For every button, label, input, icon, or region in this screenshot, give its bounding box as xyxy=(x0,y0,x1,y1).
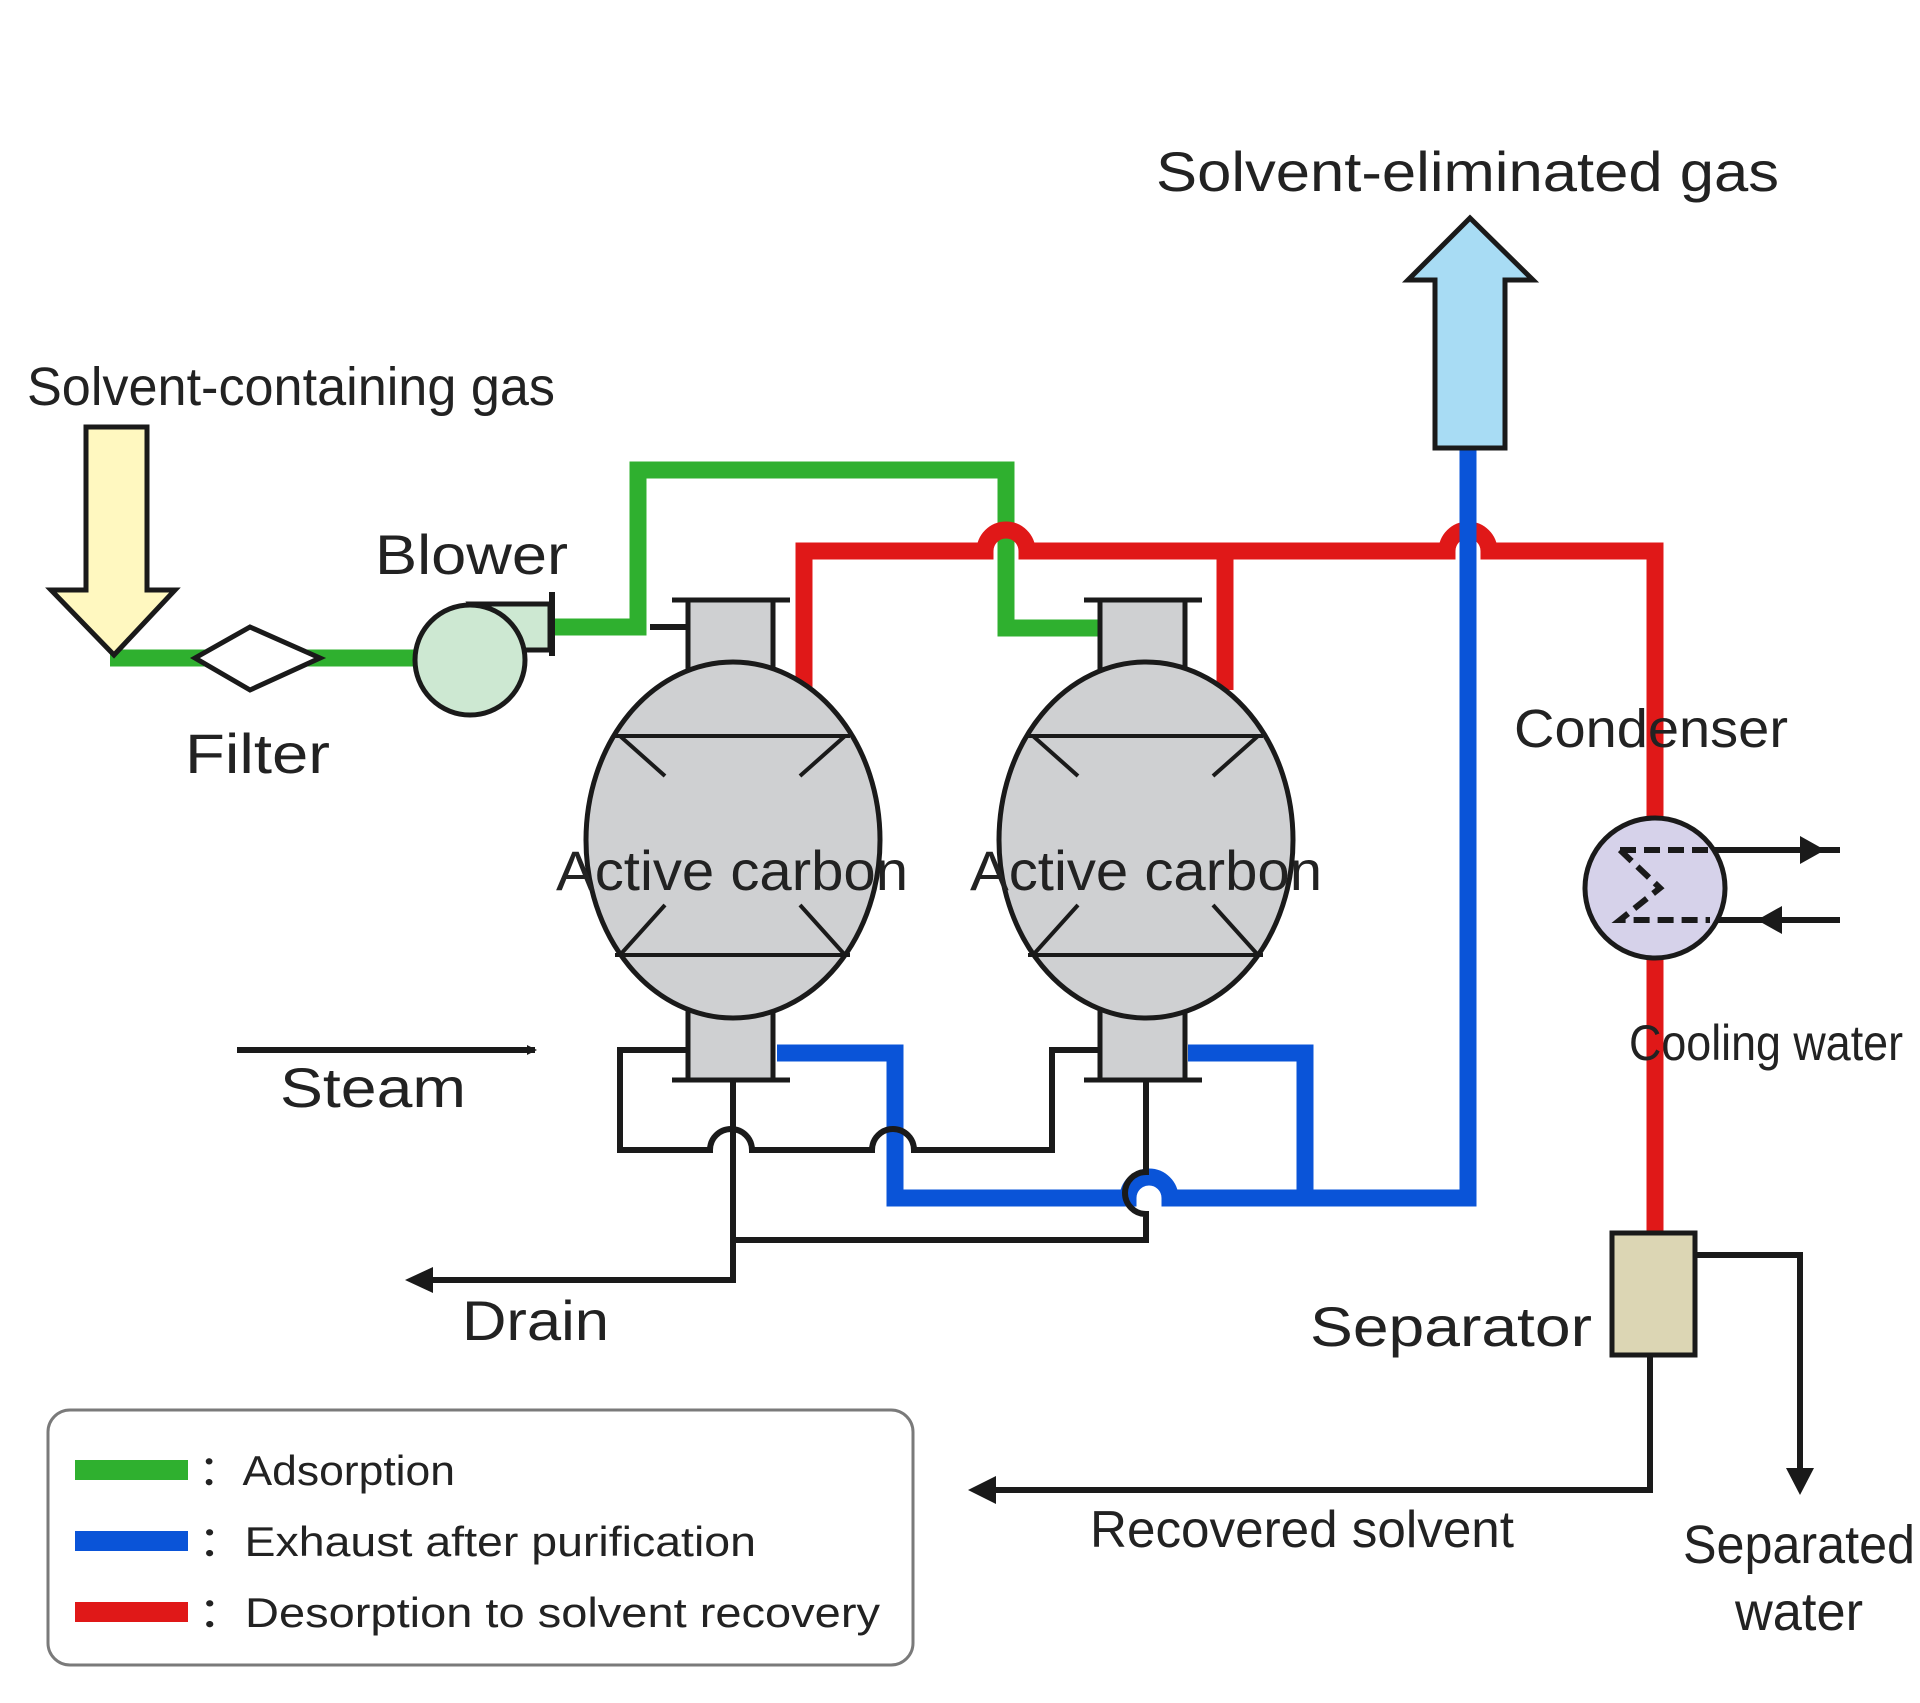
desorption-header-line xyxy=(795,521,1664,1235)
cooling-water-out-arrowhead xyxy=(1800,836,1825,864)
inlet-gas-label: Solvent-containing gas xyxy=(27,357,555,417)
separated-water-label-line-2: water xyxy=(1734,1582,1863,1642)
inlet-gas-arrow-icon xyxy=(45,424,181,659)
desorption-lines xyxy=(795,521,1664,1235)
recovered-solvent-arrowhead xyxy=(968,1476,996,1504)
separated-water-label-line-1: Separated xyxy=(1683,1515,1915,1575)
separated-water-arrowhead xyxy=(1786,1468,1814,1495)
blower-label: Blower xyxy=(375,523,568,586)
legend: ：Adsorption ：Exhaust after purification … xyxy=(46,1408,915,1667)
vessel2-drain-line xyxy=(733,1080,1149,1243)
filter-icon xyxy=(189,624,327,693)
legend-label-desorption: ：Desorption to solvent recovery xyxy=(198,1589,880,1636)
utility-lines xyxy=(237,624,1840,1504)
cooling-water-in-arrowhead xyxy=(1757,906,1782,934)
legend-box xyxy=(46,1408,915,1667)
filter-label: Filter xyxy=(185,722,330,785)
separator-label: Separator xyxy=(1310,1295,1592,1358)
active-carbon-vessel-2 xyxy=(996,597,1296,1083)
active-carbon-vessel-1 xyxy=(583,597,883,1083)
condenser-label: Condenser xyxy=(1514,699,1788,759)
labels: Solvent-containing gas Solvent-eliminate… xyxy=(27,140,1915,1642)
vessel2-exhaust-line xyxy=(1188,1044,1314,1198)
legend-label-adsorption: ：Adsorption xyxy=(198,1447,455,1494)
drain-collector-line xyxy=(420,1080,736,1283)
separator-icon xyxy=(1609,1230,1698,1358)
cooling-water-label: Cooling water xyxy=(1629,1015,1903,1071)
outlet-gas-label: Solvent-eliminated gas xyxy=(1156,140,1779,203)
legend-label-exhaust: ：Exhaust after purification xyxy=(198,1518,756,1565)
recovered-solvent-line xyxy=(985,1350,1653,1493)
steam-distribution-line xyxy=(617,1047,1100,1153)
drain-label: Drain xyxy=(462,1289,609,1352)
blower-to-bypass-line xyxy=(550,461,1100,637)
outlet-gas-arrow-icon xyxy=(1401,214,1540,451)
recovered-solvent-label: Recovered solvent xyxy=(1090,1501,1515,1559)
drain-arrowhead xyxy=(405,1267,433,1293)
steam-label: Steam xyxy=(280,1056,466,1119)
separated-water-line xyxy=(1695,1252,1803,1470)
condenser-icon xyxy=(1582,815,1728,961)
blower-icon xyxy=(412,592,555,718)
vessel-2-label: Active carbon xyxy=(970,839,1322,902)
vessel-1-label: Active carbon xyxy=(556,839,908,902)
